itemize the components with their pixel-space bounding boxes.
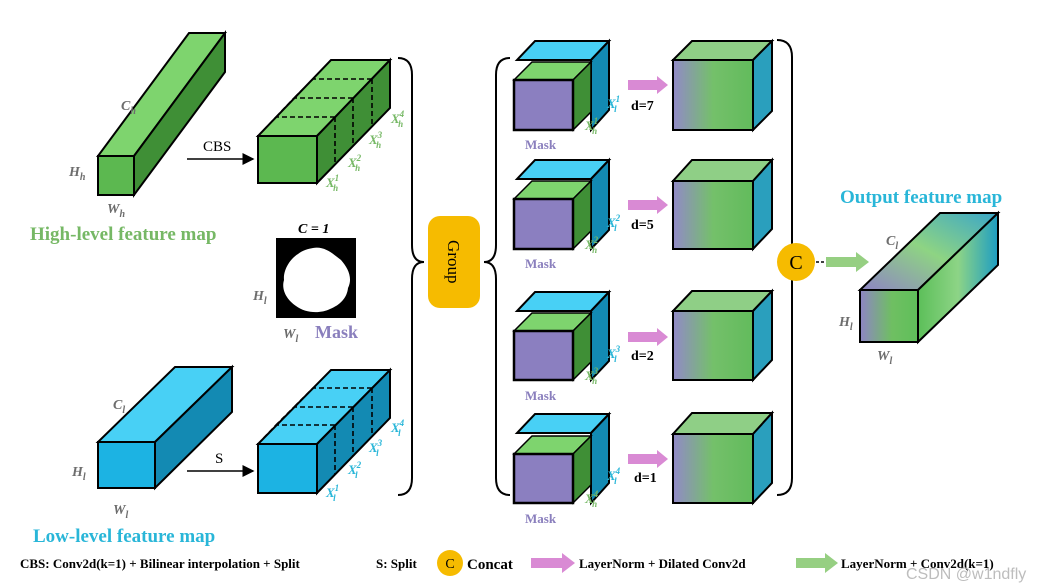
low-caption: Low-level feature map <box>33 526 215 547</box>
mask-image <box>276 238 356 318</box>
branch-1-dilation: d=7 <box>631 99 654 114</box>
concat-symbol: C <box>789 252 802 274</box>
legend-concat: Concat <box>467 557 513 573</box>
branch-3 <box>512 288 775 383</box>
watermark: CSDN @w1ndfly <box>906 566 1026 583</box>
mask-caption: Mask <box>315 322 358 342</box>
branch-2 <box>512 157 775 252</box>
low-c-label: Cl <box>113 398 125 416</box>
legend-cbs: CBS: Conv2d(k=1) + Bilinear interpolatio… <box>20 556 301 571</box>
legend-split: S: Split <box>376 556 417 571</box>
group-label: Group <box>444 240 463 283</box>
branch-3-dilation: d=2 <box>631 349 654 364</box>
legend-green: LayerNorm + Conv2d(k=1) <box>841 556 994 571</box>
branch-4 <box>512 410 775 506</box>
low-level-input-cuboid <box>95 364 235 491</box>
high-h-label: Hh <box>68 165 86 183</box>
legend-concat-icon <box>437 550 463 576</box>
output-w-label: Wl <box>877 349 892 367</box>
high-c-label: Ch <box>121 99 136 117</box>
branch-2-dilation: d=5 <box>631 218 654 233</box>
concat-node: C <box>777 243 815 281</box>
high-caption: High-level feature map <box>30 224 216 245</box>
split-label: S <box>215 451 223 467</box>
mask-w-label: Wl <box>283 327 298 345</box>
mask-h-label: Hl <box>252 289 267 307</box>
legend-green-arrow-icon <box>796 553 838 573</box>
output-c-label: Cl <box>886 234 898 252</box>
branch-2-mask-label: Mask <box>525 256 557 271</box>
branch-1 <box>512 38 775 133</box>
branch-1-mask-label: Mask <box>525 137 557 152</box>
legend-pink: LayerNorm + Dilated Conv2d <box>579 556 746 571</box>
group-fanout-brace <box>483 57 511 496</box>
high-w-label: Wh <box>107 202 125 220</box>
group-block: Group <box>428 216 480 308</box>
output-conv-arrow <box>826 252 869 272</box>
legend: CBS: Conv2d(k=1) + Bilinear interpolatio… <box>20 550 994 576</box>
cbs-label: CBS <box>203 139 231 155</box>
legend-pink-arrow-icon <box>531 553 575 573</box>
high-split-cuboid <box>255 57 393 186</box>
low-h-label: Hl <box>71 465 86 483</box>
mask-c-label: C = 1 <box>298 222 329 237</box>
branch-4-dilation: d=1 <box>634 471 657 486</box>
left-right-brace <box>397 57 425 496</box>
output-caption: Output feature map <box>840 187 1002 208</box>
low-w-label: Wl <box>113 503 128 521</box>
legend-concat-symbol: C <box>445 557 454 572</box>
low-split-cuboid <box>255 367 393 496</box>
output-h-label: Hl <box>838 315 853 333</box>
branch-4-mask-label: Mask <box>525 511 557 526</box>
output-cuboid <box>857 210 1001 345</box>
high-level-input-cuboid <box>96 29 227 199</box>
branch-3-mask-label: Mask <box>525 388 557 403</box>
